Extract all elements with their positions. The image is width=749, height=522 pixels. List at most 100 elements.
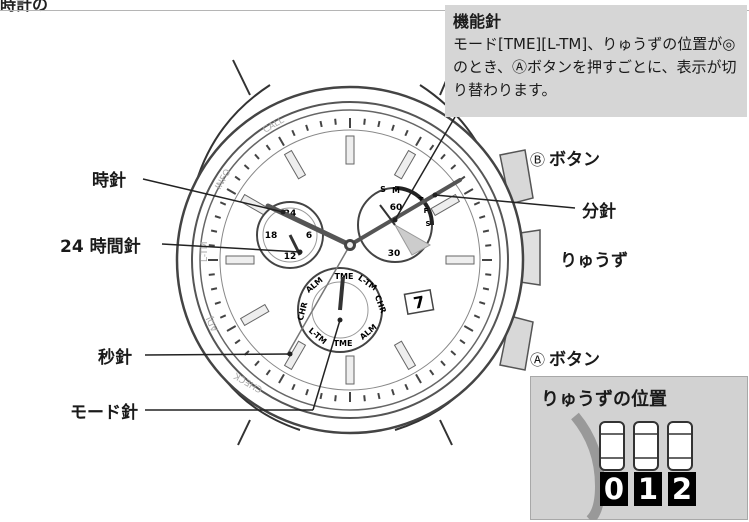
strap-bottom bbox=[237, 419, 453, 446]
leader-hour bbox=[142, 178, 284, 213]
subdial-right-s: S bbox=[380, 185, 386, 194]
leader-mode-vertical bbox=[312, 319, 341, 411]
label-button-b-text: ボタン bbox=[549, 150, 601, 170]
label-24h-hand: 24 時間針 bbox=[60, 237, 141, 257]
subdial-right-60: 60 bbox=[390, 203, 403, 213]
crown-position-2: 2 bbox=[668, 472, 696, 506]
subdial-right-arc bbox=[394, 186, 434, 226]
bezel-tick bbox=[479, 301, 486, 305]
bezel-tick bbox=[485, 273, 492, 276]
bezel-tick bbox=[473, 314, 481, 319]
bezel-tick bbox=[450, 350, 457, 356]
bezel-tick bbox=[391, 389, 395, 396]
hour-index bbox=[345, 355, 355, 385]
bezel-tick bbox=[219, 314, 227, 319]
bezel-tick bbox=[404, 129, 409, 137]
subdial-right-30: 30 bbox=[388, 249, 401, 259]
bezel-tick bbox=[219, 201, 227, 206]
bezel-tick bbox=[234, 175, 241, 181]
hour-index bbox=[393, 340, 417, 371]
bezel-tick bbox=[334, 395, 337, 402]
function-hand-callout: 機能針 モード[TME][L-TM]、りゅうずの位置が◎のとき、Ⓐボタンを押すご… bbox=[445, 5, 747, 117]
subdial-24h-label-12: 12 bbox=[284, 252, 297, 262]
bezel-tick bbox=[278, 136, 285, 147]
bezel-tick bbox=[208, 273, 215, 276]
bezel-tick bbox=[440, 360, 446, 367]
bezel-tick bbox=[210, 229, 218, 233]
bezel-tick bbox=[319, 120, 323, 128]
date-window bbox=[403, 289, 435, 315]
hour-index bbox=[345, 135, 355, 165]
subdial-24h-label-18: 18 bbox=[265, 231, 278, 241]
hour-index bbox=[393, 149, 417, 180]
bezel-tick bbox=[210, 287, 218, 291]
bezel-tick bbox=[278, 373, 285, 384]
bezel-tick bbox=[254, 153, 260, 160]
bezel-tick bbox=[214, 215, 221, 219]
button-a-marker: Ⓐ bbox=[530, 351, 546, 369]
bezel-tick bbox=[459, 339, 466, 345]
bezel-tick bbox=[485, 244, 492, 247]
crown-position-title: りゅうずの位置 bbox=[541, 389, 667, 410]
mode-hand bbox=[338, 276, 345, 311]
hour-index bbox=[239, 303, 270, 327]
bezel-tick bbox=[226, 325, 237, 332]
bezel-tick bbox=[463, 325, 474, 332]
button-b-marker: Ⓑ bbox=[530, 151, 546, 169]
bezel-tick bbox=[234, 339, 241, 345]
subdial-24h-label-6: 6 bbox=[306, 231, 312, 241]
bezel-tick bbox=[450, 164, 457, 170]
leader-24h bbox=[161, 243, 301, 253]
bezel-tick bbox=[226, 188, 237, 195]
bezel-tick bbox=[254, 360, 260, 367]
bezel-tick bbox=[291, 383, 296, 391]
label-minute-hand: 分針 bbox=[582, 202, 616, 222]
bezel-tick bbox=[482, 229, 490, 233]
bezel-tick bbox=[265, 369, 271, 376]
bezel-tick bbox=[265, 144, 271, 151]
bezel-tick bbox=[482, 287, 490, 291]
bezel-tick bbox=[429, 144, 435, 151]
date-digit: 7 bbox=[412, 292, 426, 313]
hour-index bbox=[283, 149, 307, 180]
mode-tme-bottom: TME bbox=[334, 339, 353, 348]
bezel-tick bbox=[473, 201, 481, 206]
bezel-tick bbox=[363, 118, 366, 125]
bezel-tick bbox=[334, 118, 337, 125]
label-crown: りゅうず bbox=[560, 251, 628, 271]
bezel-tick bbox=[391, 124, 395, 131]
bezel-tick bbox=[415, 136, 422, 147]
bezel-tick bbox=[243, 164, 250, 170]
bezel-tick bbox=[463, 188, 474, 195]
subdial-right-s2: S bbox=[425, 220, 430, 228]
hour-index bbox=[445, 255, 475, 265]
second-hand bbox=[286, 244, 351, 356]
leader-second bbox=[144, 353, 291, 356]
leader-function bbox=[394, 116, 456, 221]
subdial-right-f: F bbox=[424, 207, 429, 215]
bezel-tick bbox=[291, 129, 296, 137]
subdial-right-t: T bbox=[419, 196, 424, 204]
callout-title: 機能針 bbox=[453, 12, 502, 31]
label-hour-hand: 時針 bbox=[92, 171, 126, 191]
bezel-tick bbox=[415, 373, 422, 384]
minute-hand bbox=[348, 178, 462, 247]
leader-minute bbox=[434, 194, 576, 209]
hour-index bbox=[225, 255, 255, 265]
bezel-word-ltm: L-TM bbox=[200, 241, 210, 262]
hour-index bbox=[430, 193, 461, 217]
bezel-tick bbox=[440, 153, 446, 160]
bezel-tick bbox=[305, 124, 309, 131]
bezel-tick bbox=[377, 120, 381, 128]
crown-position-0: 0 bbox=[600, 472, 628, 506]
bezel-tick bbox=[363, 395, 366, 402]
label-mode-hand: モード針 bbox=[70, 403, 138, 423]
bezel-tick bbox=[479, 215, 486, 219]
mode-tme-top: TME bbox=[335, 272, 354, 281]
subdial-right-hand bbox=[379, 204, 396, 226]
bezel-tick bbox=[208, 244, 215, 247]
label-button-a-text: ボタン bbox=[549, 350, 601, 370]
bezel-tick bbox=[305, 389, 309, 396]
